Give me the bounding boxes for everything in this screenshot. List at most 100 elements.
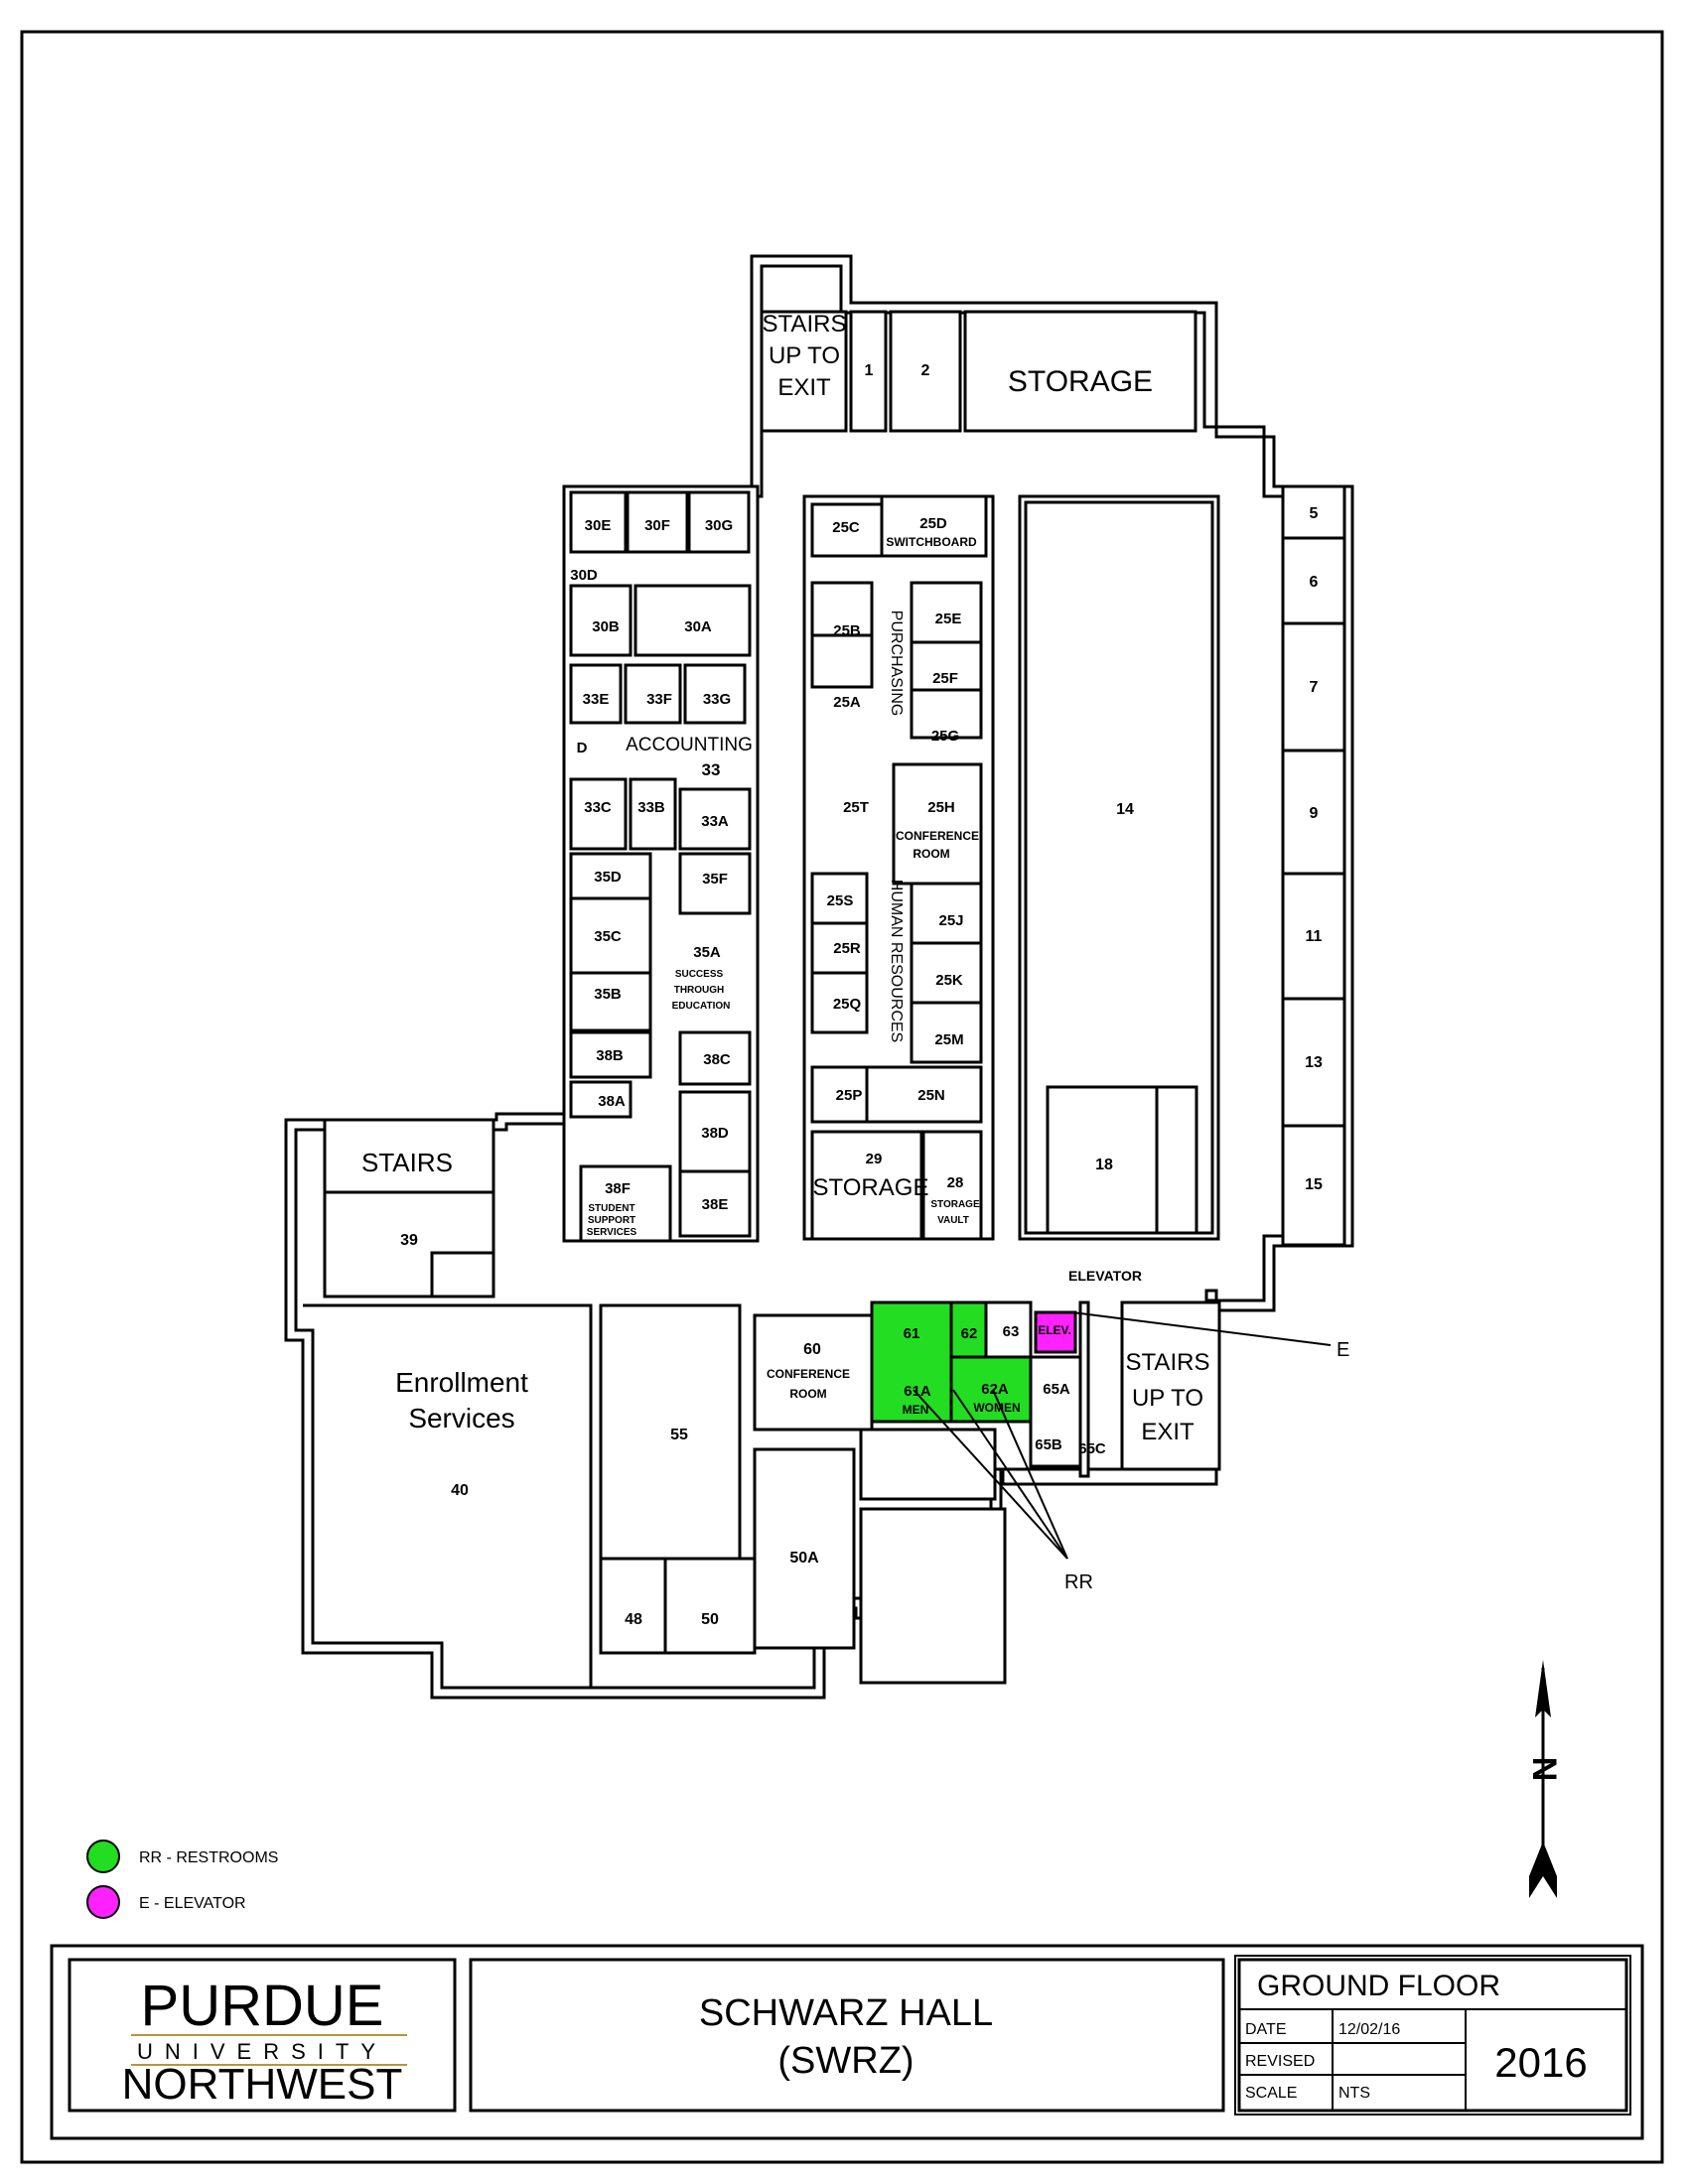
west-block bbox=[562, 484, 760, 1243]
label-stairs-e-2: UP TO bbox=[1132, 1385, 1203, 1412]
label-38f: 38F bbox=[605, 1180, 631, 1197]
label-storage-29: STORAGE bbox=[813, 1174, 929, 1201]
room-labels: STAIRS UP TO EXIT 1 2 STORAGE 5 6 7 9 11… bbox=[361, 311, 1323, 1628]
room-2 bbox=[889, 310, 962, 433]
label-33b: 33B bbox=[637, 799, 665, 816]
elevator-box[interactable] bbox=[1034, 1310, 1077, 1354]
label-33c: 33C bbox=[584, 799, 612, 816]
callout-lines bbox=[913, 1311, 1332, 1560]
legend-elevator-swatch bbox=[86, 1885, 120, 1919]
label-38d: 38D bbox=[701, 1125, 729, 1142]
label-stairs-e-1: STAIRS bbox=[1126, 1349, 1210, 1376]
label-65c: 65C bbox=[1078, 1440, 1106, 1457]
north-arrow-icon: N bbox=[1525, 1660, 1563, 1898]
label-35b: 35B bbox=[594, 986, 622, 1003]
southwest-wing bbox=[303, 1118, 1007, 1688]
label-62: 62 bbox=[961, 1325, 978, 1342]
label-65a: 65A bbox=[1043, 1381, 1070, 1398]
stairs-north[interactable] bbox=[760, 310, 848, 433]
logo-purdue: PURDUE bbox=[141, 1974, 384, 2038]
label-switchboard: SWITCHBOARD bbox=[886, 535, 977, 549]
building-name: SCHWARZ HALL bbox=[699, 1992, 993, 2034]
label-conf2-2: ROOM bbox=[789, 1387, 826, 1401]
label-28: 28 bbox=[947, 1174, 964, 1191]
label-38c: 38C bbox=[703, 1051, 731, 1068]
label-enroll-1: Enrollment bbox=[395, 1367, 528, 1398]
restroom-62a bbox=[949, 1355, 1033, 1424]
label-25d: 25D bbox=[919, 515, 947, 532]
label-25m: 25M bbox=[934, 1031, 963, 1048]
label-sss-2: SUPPORT bbox=[588, 1215, 635, 1226]
core-rooms bbox=[870, 1300, 1221, 1478]
label-ste-1: SUCCESS bbox=[675, 969, 724, 980]
central-block bbox=[802, 494, 995, 1241]
label-60: 60 bbox=[803, 1341, 821, 1358]
room-1 bbox=[849, 310, 888, 433]
building-code: (SWRZ) bbox=[777, 2040, 914, 2082]
label-33a: 33A bbox=[701, 813, 729, 830]
label-62a: 62A bbox=[981, 1381, 1009, 1398]
label-25t: 25T bbox=[843, 799, 869, 816]
label-14: 14 bbox=[1116, 801, 1134, 818]
label-18: 18 bbox=[1095, 1157, 1113, 1173]
sheet-border bbox=[20, 30, 1664, 2164]
label-25g: 25G bbox=[931, 728, 959, 745]
room-18 bbox=[1046, 1085, 1198, 1235]
label-25a: 25A bbox=[833, 694, 861, 711]
label-35f: 35F bbox=[702, 871, 728, 887]
storage-north bbox=[963, 310, 1197, 433]
label-stairs-w: STAIRS bbox=[361, 1148, 453, 1177]
scale-label: SCALE bbox=[1245, 2085, 1297, 2102]
label-25s: 25S bbox=[827, 892, 854, 909]
label-25c: 25C bbox=[832, 519, 860, 536]
label-33g: 33G bbox=[703, 691, 731, 708]
label-38b: 38B bbox=[596, 1047, 624, 1064]
label-30e: 30E bbox=[585, 517, 612, 534]
label-enroll-2: Services bbox=[408, 1403, 514, 1433]
label-25e: 25E bbox=[935, 611, 962, 627]
label-39: 39 bbox=[400, 1232, 418, 1249]
label-13: 13 bbox=[1305, 1054, 1323, 1071]
label-40: 40 bbox=[451, 1482, 469, 1499]
stairs-east[interactable] bbox=[1120, 1300, 1221, 1471]
label-35a: 35A bbox=[693, 944, 721, 961]
label-accounting: ACCOUNTING bbox=[626, 735, 753, 755]
label-7: 7 bbox=[1310, 679, 1319, 696]
revised-label: REVISED bbox=[1245, 2053, 1315, 2070]
label-35d: 35D bbox=[594, 869, 622, 886]
label-63: 63 bbox=[1003, 1323, 1020, 1340]
callout-restrooms: RR bbox=[1064, 1571, 1093, 1593]
label-storage-n: STORAGE bbox=[1008, 365, 1153, 398]
label-conf1-1: CONFERENCE bbox=[896, 829, 979, 843]
label-35c: 35C bbox=[594, 928, 622, 945]
label-25q: 25Q bbox=[833, 996, 862, 1013]
label-55: 55 bbox=[670, 1427, 688, 1443]
label-38e: 38E bbox=[702, 1196, 729, 1213]
label-30g: 30G bbox=[705, 517, 733, 534]
label-1: 1 bbox=[865, 362, 874, 379]
label-33e: 33E bbox=[583, 691, 610, 708]
label-61: 61 bbox=[904, 1325, 920, 1342]
label-33f: 33F bbox=[646, 691, 672, 708]
east-rooms bbox=[1018, 484, 1346, 1247]
label-elev: ELEV. bbox=[1038, 1323, 1071, 1337]
restroom-61 bbox=[870, 1300, 953, 1424]
date-label: DATE bbox=[1245, 2021, 1286, 2038]
label-25h: 25H bbox=[927, 799, 955, 816]
label-50: 50 bbox=[701, 1611, 719, 1628]
legend: RR - RESTROOMS E - ELEVATOR bbox=[86, 1840, 278, 1919]
label-vault-2: VAULT bbox=[937, 1215, 969, 1226]
label-women: WOMEN bbox=[973, 1401, 1020, 1415]
label-sss-1: STUDENT bbox=[588, 1203, 634, 1214]
label-65b: 65B bbox=[1035, 1436, 1062, 1453]
north-label: N bbox=[1525, 1757, 1563, 1782]
label-5: 5 bbox=[1310, 505, 1319, 522]
label-25r: 25R bbox=[833, 940, 861, 957]
label-25p: 25P bbox=[836, 1087, 863, 1104]
label-25n: 25N bbox=[917, 1087, 945, 1104]
stairs-n-l2: UP TO bbox=[769, 342, 840, 369]
legend-elevator-label: E - ELEVATOR bbox=[139, 1895, 246, 1912]
label-25k: 25K bbox=[935, 972, 963, 989]
logo-northwest: NORTHWEST bbox=[122, 2060, 403, 2109]
